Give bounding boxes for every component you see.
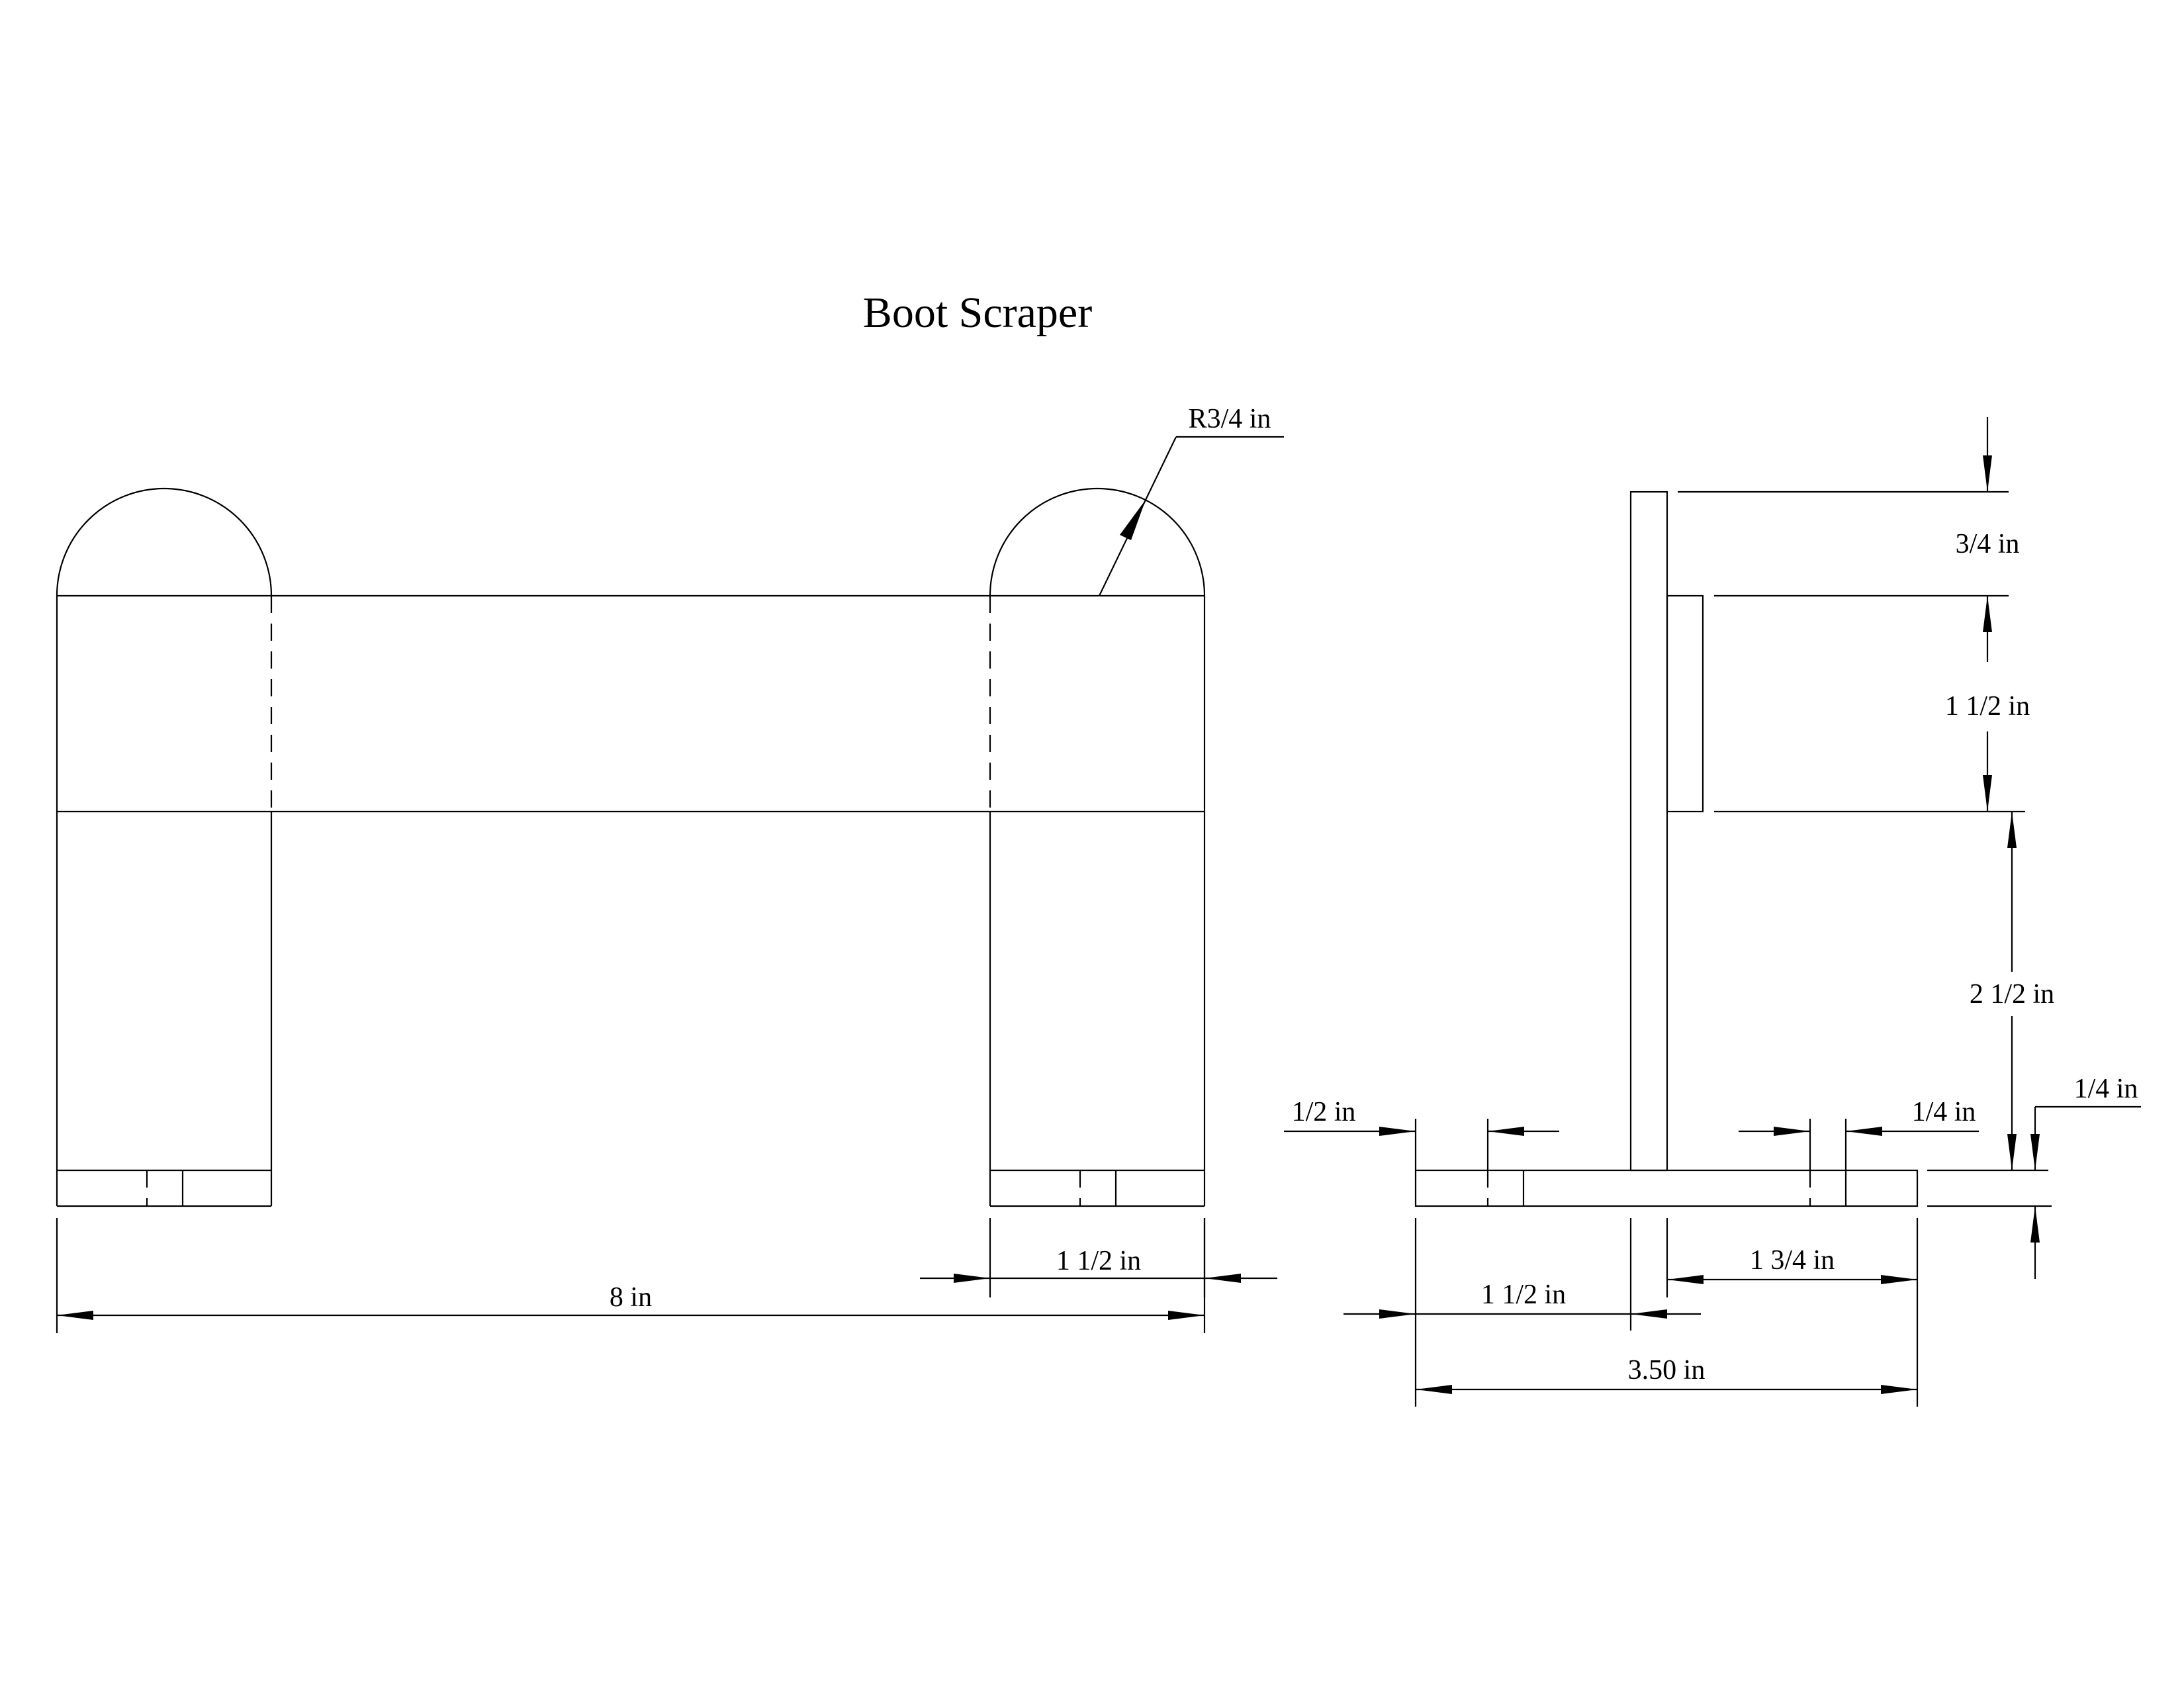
hole-width-label: 1/4 in xyxy=(1912,1097,1976,1127)
base-to-post-label: 1 1/2 in xyxy=(1481,1280,1566,1310)
bar-height-dimension: 1 1/2 in xyxy=(1945,691,2030,812)
bar-height-label: 1 1/2 in xyxy=(1945,691,2030,722)
front-view: R3/4 in 1 1/2 in 8 in xyxy=(56,404,1284,1333)
leg-width-dimension: 1 1/2 in xyxy=(920,1218,1277,1297)
leg-width-label: 1 1/2 in xyxy=(1056,1246,1141,1276)
base-thickness-dimension: 1/4 in xyxy=(2030,1074,2141,1279)
base-to-post-dimension: 1 1/2 in xyxy=(1343,1218,1701,1407)
upright-post xyxy=(1629,491,1668,1172)
vertical-extension-lines xyxy=(1678,491,2052,1207)
post-to-end-label: 1 3/4 in xyxy=(1750,1245,1835,1276)
top-height-dimension: 3/4 in xyxy=(1956,417,2020,662)
hole-offset-dimension: 1/2 in xyxy=(1284,1097,1559,1170)
right-leg xyxy=(989,487,1206,1207)
drawing-title: Boot Scraper xyxy=(863,289,1092,337)
clearance-dimension: 2 1/2 in xyxy=(1970,812,2054,1170)
scraper-bar xyxy=(57,594,1205,813)
left-leg xyxy=(56,487,273,1207)
hole-offset-label: 1/2 in xyxy=(1292,1097,1356,1127)
base-length-dimension: 3.50 in xyxy=(1416,1355,1917,1394)
base-length-label: 3.50 in xyxy=(1628,1355,1706,1385)
radius-label: R3/4 in xyxy=(1189,404,1271,434)
clearance-label: 2 1/2 in xyxy=(1970,979,2054,1009)
scraper-blade xyxy=(1666,594,1704,813)
overall-length-label: 8 in xyxy=(610,1282,652,1313)
side-view: 3/4 in 1 1/2 in 2 1/2 in 1/4 in xyxy=(1284,417,2141,1407)
overall-length-dimension: 8 in xyxy=(56,1218,1206,1333)
base-thickness-label: 1/4 in xyxy=(2074,1074,2138,1104)
base-plate xyxy=(1414,1169,1919,1207)
post-to-end-dimension: 1 3/4 in xyxy=(1666,1218,1919,1407)
hole-width-dimension: 1/4 in xyxy=(1739,1097,1979,1170)
radius-dimension: R3/4 in xyxy=(1099,404,1284,596)
top-height-label: 3/4 in xyxy=(1956,529,2020,559)
